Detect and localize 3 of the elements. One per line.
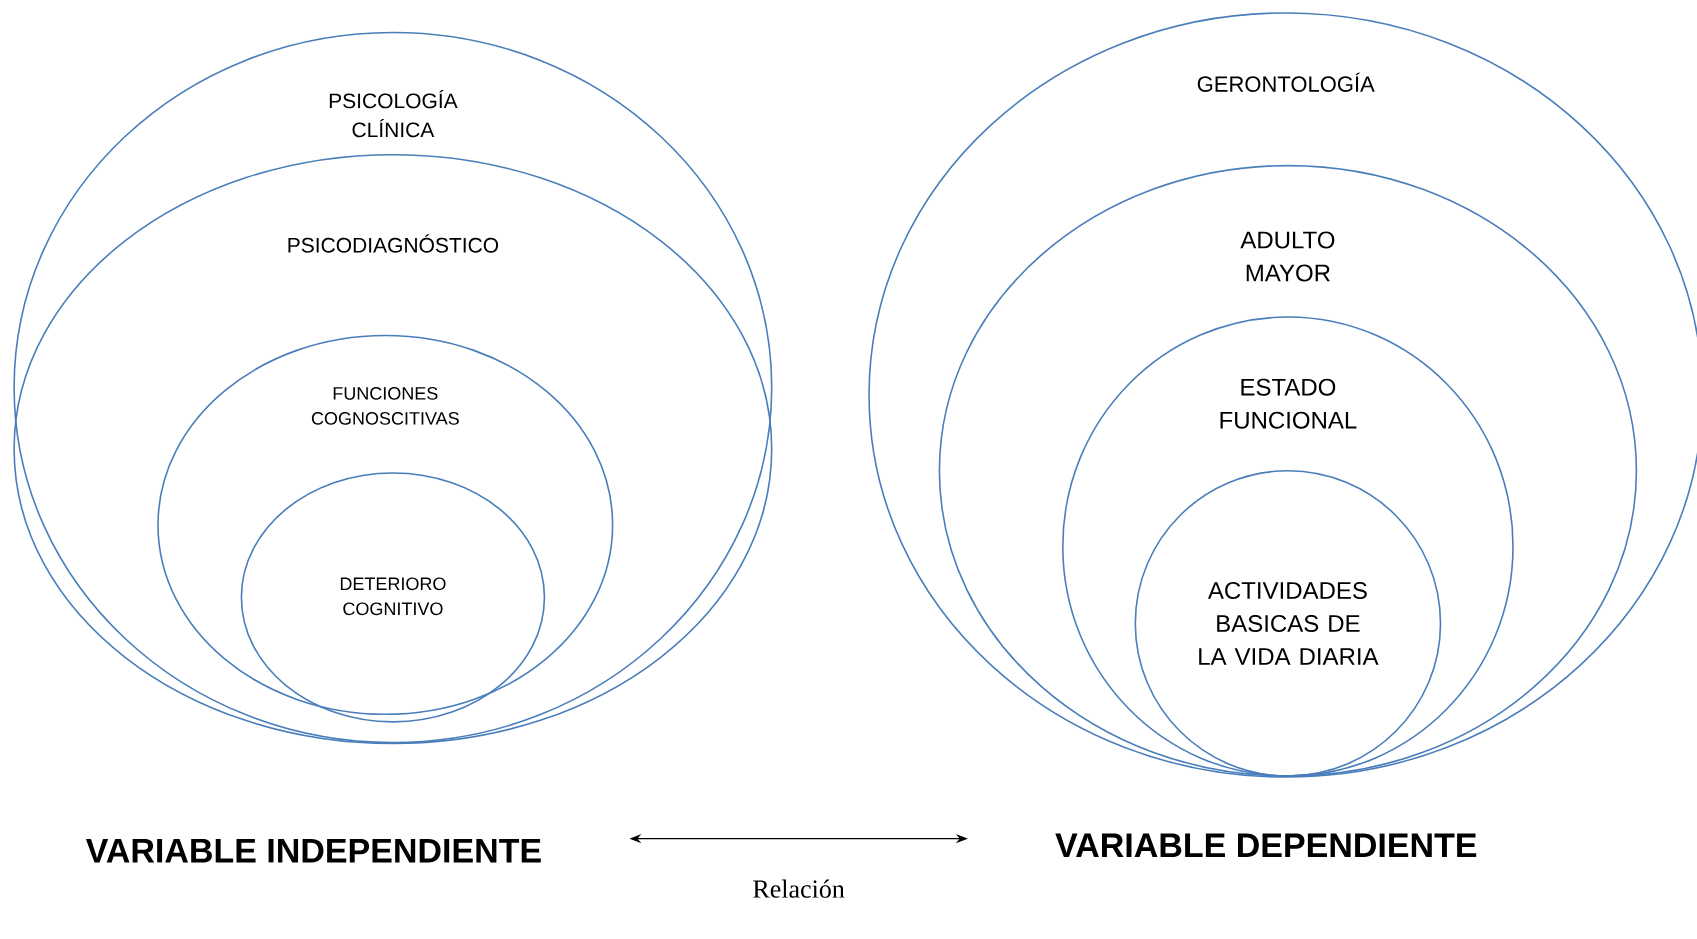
- edge-label: Relación: [753, 879, 845, 898]
- variable-label: VARIABLE INDEPENDIENTE: [85, 839, 541, 863]
- variable-label: VARIABLE DEPENDIENTE: [1055, 833, 1477, 857]
